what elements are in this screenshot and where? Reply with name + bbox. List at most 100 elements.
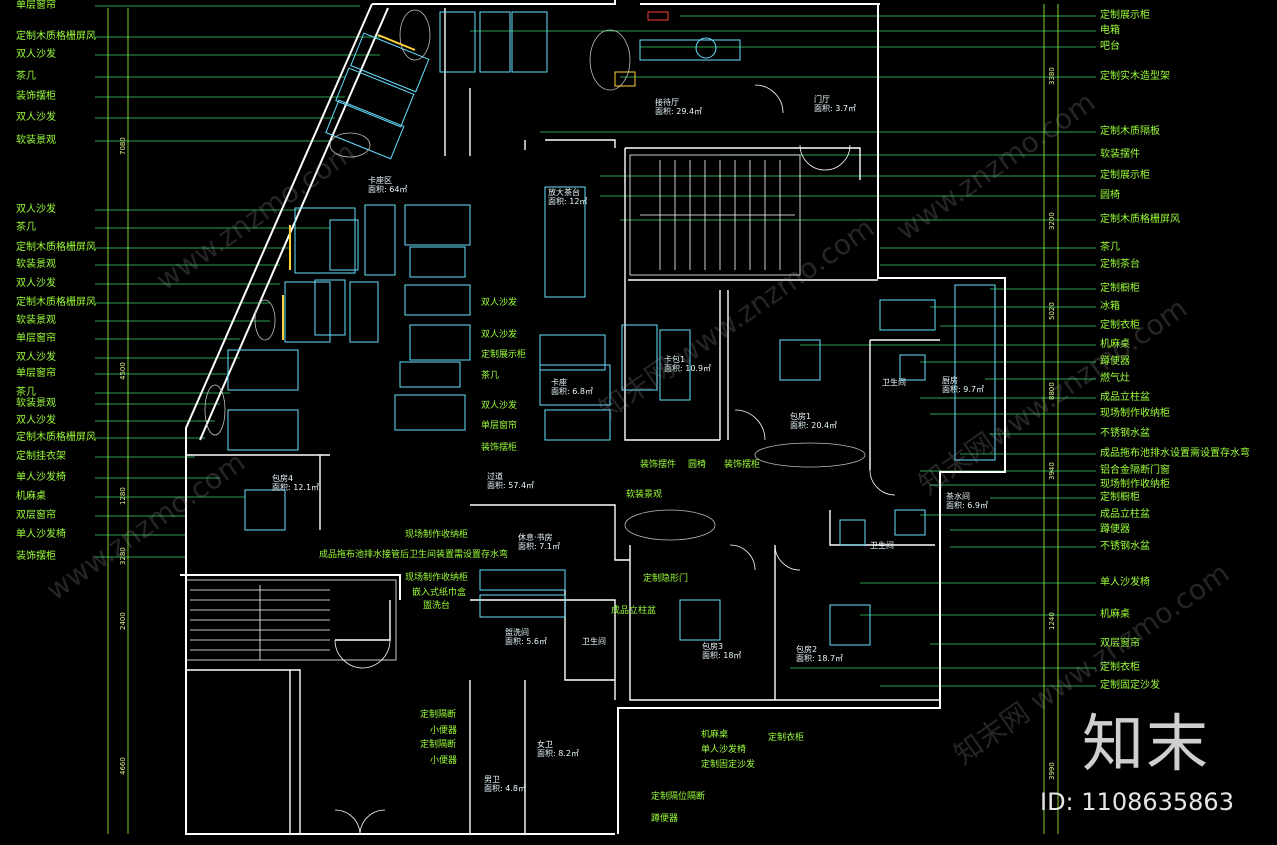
room-label: 卡座区面积: 64㎡ xyxy=(368,176,407,194)
callout-label: 定制衣柜 xyxy=(768,733,805,743)
right-label: 单人沙发椅 xyxy=(1100,577,1150,588)
dimension-label-left: 1280 xyxy=(119,487,127,505)
callout-label: 双人沙发 xyxy=(481,298,518,308)
stair-left xyxy=(185,579,397,661)
right-label: 定制展示柜 xyxy=(1100,170,1150,181)
callout-label: 现场制作收纳柜 xyxy=(405,530,469,540)
callout-label: 机麻桌 xyxy=(701,730,729,740)
right-label: 铝合金隔断门窗 xyxy=(1100,465,1170,476)
right-label: 定制衣柜 xyxy=(1100,662,1140,673)
right-label: 吧台 xyxy=(1100,41,1120,52)
callout-label: 定制隔断 xyxy=(420,740,457,750)
right-label: 软装摆件 xyxy=(1100,149,1140,160)
right-label: 不锈钢水盆 xyxy=(1100,541,1150,552)
callout-label: 圆椅 xyxy=(688,460,707,470)
dimension-label-right: 3940 xyxy=(1048,462,1056,480)
room-area: 面积: 6.9㎡ xyxy=(946,501,988,510)
room-label: 休息·书房面积: 7.1㎡ xyxy=(518,533,560,551)
left-label: 软装景观 xyxy=(16,259,56,270)
room-label: 女卫面积: 8.2㎡ xyxy=(537,740,579,758)
callout-label: 装饰摆件 xyxy=(640,460,677,470)
left-label: 双人沙发 xyxy=(16,49,56,60)
callout-label: 定制展示柜 xyxy=(481,350,527,360)
left-label: 装饰摆柜 xyxy=(16,91,56,102)
left-label: 双人沙发 xyxy=(16,112,56,123)
callout-label: 成品拖布池排水接管后卫生间装置需设置存水弯 xyxy=(319,550,509,560)
left-label: 软装景观 xyxy=(16,315,56,326)
left-label: 定制木质格栅屏风 xyxy=(16,31,96,42)
callout-label: 现场制作收纳柜 xyxy=(405,573,469,583)
callout-label: 装饰摆柜 xyxy=(724,460,761,470)
callout-label: 盥洗台 xyxy=(423,601,451,611)
dimension-label-right: 3200 xyxy=(1048,212,1056,230)
left-label: 单人沙发椅 xyxy=(16,472,66,483)
right-label: 不锈钢水盆 xyxy=(1100,428,1150,439)
left-label: 双人沙发 xyxy=(16,415,56,426)
callout-label: 蹲便器 xyxy=(651,814,679,824)
planters xyxy=(204,9,866,541)
room-name: 卡包1 xyxy=(664,355,686,364)
room-name: 卡座 xyxy=(551,378,567,387)
right-label: 现场制作收纳柜 xyxy=(1100,479,1170,490)
right-label: 定制橱柜 xyxy=(1100,492,1140,503)
callout-label: 小便器 xyxy=(430,756,458,766)
room-area: 面积: 3.7㎡ xyxy=(814,104,856,113)
room-label: 卫生间 xyxy=(582,637,606,646)
room-name: 门厅 xyxy=(814,95,830,104)
callout-label: 单人沙发椅 xyxy=(701,745,747,755)
room-name: 休息·书房 xyxy=(518,533,553,542)
room-label: 门厅面积: 3.7㎡ xyxy=(814,95,856,113)
room-area: 面积: 18.7㎡ xyxy=(796,654,844,663)
callout-label: 成品立柱盆 xyxy=(611,606,657,616)
outer-walls xyxy=(180,0,1006,835)
dimension-label-right: 3990 xyxy=(1048,762,1056,780)
room-area: 面积: 4.8㎡ xyxy=(484,784,526,793)
left-label: 茶几 xyxy=(16,222,36,233)
watermark-logo: 知末 xyxy=(1082,707,1211,780)
right-label: 定制木质隔板 xyxy=(1100,126,1160,137)
room-name: 放大茶台 xyxy=(548,188,580,197)
room-label: 卫生间 xyxy=(882,378,906,387)
dimension-label-left: 4660 xyxy=(119,757,127,775)
room-name: 包房3 xyxy=(702,642,724,651)
dimension-label-left: 7080 xyxy=(119,137,127,155)
dimension-label-right: 3380 xyxy=(1048,67,1056,85)
callout-label: 茶几 xyxy=(481,371,500,381)
right-label: 机麻桌 xyxy=(1100,609,1130,620)
left-label: 软装景观 xyxy=(16,135,56,146)
callout-label: 双人沙发 xyxy=(481,401,518,411)
right-label: 茶几 xyxy=(1100,242,1120,253)
right-label: 成品立柱盆 xyxy=(1100,392,1150,403)
left-label: 单层窗帘 xyxy=(16,0,56,11)
left-label: 定制木质格栅屏风 xyxy=(16,297,96,308)
room-name: 接待厅 xyxy=(655,98,679,107)
room-area: 面积: 12㎡ xyxy=(548,197,588,206)
left-label: 双人沙发 xyxy=(16,278,56,289)
watermark-id: ID: 1108635863 xyxy=(1040,788,1234,816)
left-label: 单层窗帘 xyxy=(16,333,56,344)
left-label: 定制木质格栅屏风 xyxy=(16,242,96,253)
room-area: 面积: 57.4㎡ xyxy=(487,481,535,490)
room-area: 面积: 20.4㎡ xyxy=(790,421,838,430)
dimension-label-right: 1240 xyxy=(1048,612,1056,630)
right-label: 定制木质格栅屏风 xyxy=(1100,214,1180,225)
callout-label: 定制固定沙发 xyxy=(701,760,756,770)
left-label: 双层窗帘 xyxy=(16,510,56,521)
label-leader-lines xyxy=(95,5,1096,687)
right-label: 电箱 xyxy=(1100,25,1120,36)
right-label: 定制衣柜 xyxy=(1100,320,1140,331)
room-area: 面积: 8.2㎡ xyxy=(537,749,579,758)
right-label: 现场制作收纳柜 xyxy=(1100,408,1170,419)
left-label: 装饰摆柜 xyxy=(16,551,56,562)
room-area: 面积: 6.8㎡ xyxy=(551,387,593,396)
callout-label: 定制隔位隔断 xyxy=(651,792,706,802)
room-name: 包房2 xyxy=(796,645,818,654)
right-label: 成品拖布池排水设置需设置存水弯 xyxy=(1100,448,1250,459)
left-label: 双人沙发 xyxy=(16,204,56,215)
room-name: 卫生间 xyxy=(582,637,606,646)
left-label: 双人沙发 xyxy=(16,352,56,363)
right-label: 蹲便器 xyxy=(1100,356,1130,367)
right-label: 双层窗帘 xyxy=(1100,638,1140,649)
